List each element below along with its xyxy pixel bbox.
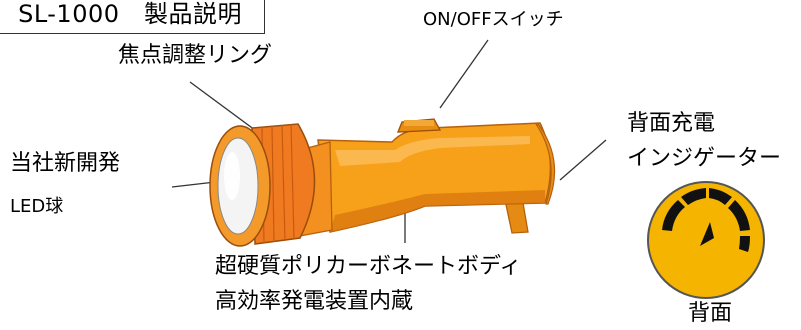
gauge-segment [739, 236, 750, 252]
ring-groove [290, 123, 295, 240]
switch-callout-line [439, 39, 489, 109]
gauge-segments [662, 188, 750, 252]
back-label: 背面 [688, 301, 733, 326]
ring-groove [281, 124, 286, 242]
switch-top [404, 120, 434, 126]
body-label-line2: 高効率発電装置内蔵 [215, 289, 414, 314]
bulb-label-line1: 当社新開発 [10, 151, 121, 176]
indicator-callout-line [559, 139, 607, 181]
title-text: SL-1000 製品説明 [18, 0, 242, 28]
gauge-segment [681, 188, 706, 205]
body-highlight [335, 136, 530, 166]
lens-highlight [224, 152, 240, 200]
ring-groove [271, 125, 275, 243]
bulb-label-line2: LED球 [10, 196, 64, 217]
title-box: SL-1000 製品説明 [0, 0, 265, 34]
gauge-needle [700, 222, 714, 246]
body-shadow [330, 190, 545, 232]
gauge-segment [709, 188, 732, 205]
indicator-label-line2: インジゲーター [627, 146, 782, 171]
back-indicator-gauge [647, 181, 765, 299]
gauge-segment [662, 200, 685, 231]
flashlight-illustration [209, 118, 556, 247]
switch-label: ON/OFFスイッチ [423, 9, 564, 30]
indicator-label-line1: 背面充電 [627, 111, 716, 136]
gauge-segment [728, 200, 750, 231]
body-label-line1: 超硬質ポリカーボネートボディ [215, 254, 522, 279]
focus-ring-label: 焦点調整リング [118, 43, 273, 68]
rear-cap [534, 123, 556, 205]
